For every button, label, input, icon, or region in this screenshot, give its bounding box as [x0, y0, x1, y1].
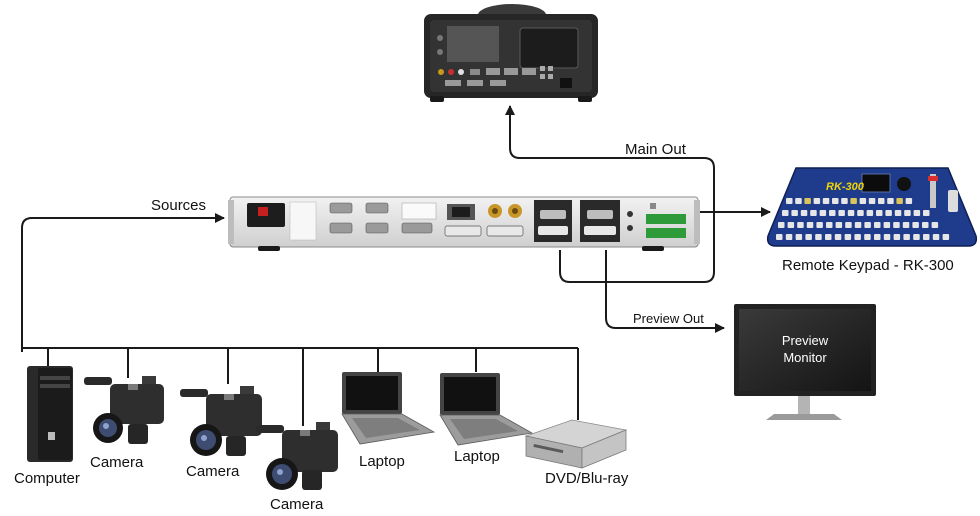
- keypad-button: [816, 222, 823, 228]
- keypad-button: [791, 210, 798, 216]
- keypad-button: [854, 222, 862, 228]
- preview-out-line: [605, 250, 725, 333]
- projector-icon: [424, 4, 598, 102]
- laptop-1-label: Laptop: [359, 453, 405, 470]
- keypad-button: [804, 198, 811, 204]
- keypad-button: [810, 210, 817, 216]
- keypad-button: [832, 198, 839, 204]
- keypad-button: [813, 198, 821, 204]
- switcher-unit: [228, 196, 700, 251]
- keypad-button: [835, 222, 843, 228]
- keypad-button: [896, 198, 903, 204]
- laptop-2-label: Laptop: [454, 448, 500, 465]
- keypad-button: [883, 234, 891, 240]
- laptop-2-icon: [439, 373, 534, 446]
- keypad-button: [815, 234, 822, 240]
- keypad-button: [806, 222, 814, 228]
- keypad-button: [903, 234, 910, 240]
- keypad-button: [822, 198, 830, 204]
- keypad-button: [841, 198, 848, 204]
- keypad-button: [797, 222, 804, 228]
- camera-3-label: Camera: [270, 496, 324, 513]
- dvd-player-icon: [524, 419, 628, 469]
- keypad-button: [864, 222, 871, 228]
- keypad-button: [922, 222, 929, 228]
- keypad-button: [874, 234, 881, 240]
- main-out-line: [505, 105, 715, 283]
- keypad-button: [838, 210, 845, 216]
- connection-lines: [21, 105, 771, 426]
- keypad-button: [885, 210, 892, 216]
- preview-monitor-line-1: Preview: [781, 333, 829, 348]
- keypad-button: [893, 222, 900, 228]
- keypad-button: [876, 210, 883, 216]
- keypad-button: [887, 198, 894, 204]
- keypad-button: [931, 222, 939, 228]
- preview-monitor-icon: [734, 304, 876, 420]
- keypad-button: [893, 234, 901, 240]
- keypad-button: [786, 198, 793, 204]
- keypad-button: [866, 210, 874, 216]
- keypad-button: [847, 210, 855, 216]
- sources-line: [21, 213, 225, 352]
- keypad-button: [787, 222, 795, 228]
- keypad-button: [912, 222, 919, 228]
- keypad-button: [883, 222, 891, 228]
- keypad-button: [805, 234, 812, 240]
- keypad-button: [942, 234, 950, 240]
- preview-monitor-screen-text: Preview Monitor: [737, 332, 873, 366]
- keypad-button: [795, 198, 802, 204]
- camera-1-label: Camera: [90, 454, 144, 471]
- main-out-label: Main Out: [625, 141, 686, 158]
- keypad-button: [868, 198, 876, 204]
- rk300-button-grid: [776, 198, 950, 240]
- keypad-button: [834, 234, 842, 240]
- keypad-button: [932, 234, 940, 240]
- keypad-button: [795, 234, 803, 240]
- camera-3-icon: [256, 422, 338, 490]
- keypad-button: [854, 234, 861, 240]
- keypad-button: [826, 222, 833, 228]
- keypad-button: [913, 210, 921, 216]
- keypad-button: [845, 222, 852, 228]
- camera-2-label: Camera: [186, 463, 240, 480]
- keypad-button: [913, 234, 920, 240]
- keypad-button: [776, 234, 783, 240]
- preview-monitor-line-2: Monitor: [783, 350, 827, 365]
- sources-label: Sources: [151, 197, 207, 214]
- dvd-label: DVD/Blu-ray: [545, 470, 629, 487]
- keypad-button: [904, 210, 911, 216]
- keypad-button: [859, 198, 867, 204]
- keypad-button: [894, 210, 902, 216]
- keypad-button: [874, 222, 881, 228]
- keypad-button: [844, 234, 852, 240]
- keypad-button: [782, 210, 789, 216]
- keypad-button: [825, 234, 832, 240]
- keypad-button: [819, 210, 827, 216]
- keypad-button: [902, 222, 910, 228]
- keypad-button: [829, 210, 836, 216]
- keypad-button: [800, 210, 808, 216]
- computer-label: Computer: [14, 470, 80, 487]
- keypad-logo-text: RK-300: [826, 181, 864, 193]
- keypad-button: [905, 198, 913, 204]
- preview-out-label: Preview Out: [633, 311, 704, 326]
- remote-keypad-label: Remote Keypad - RK-300: [782, 257, 954, 274]
- camera-2-icon: [180, 386, 262, 456]
- computer-icon: [27, 366, 73, 462]
- keypad-button: [923, 234, 930, 240]
- keypad-button: [923, 210, 930, 216]
- keypad-button: [864, 234, 871, 240]
- camera-1-icon: [84, 376, 164, 444]
- keypad-button: [878, 198, 885, 204]
- keypad-button: [785, 234, 793, 240]
- keypad-button: [778, 222, 785, 228]
- laptop-1-icon: [341, 372, 436, 445]
- keypad-button: [857, 210, 864, 216]
- keypad-button: [850, 198, 857, 204]
